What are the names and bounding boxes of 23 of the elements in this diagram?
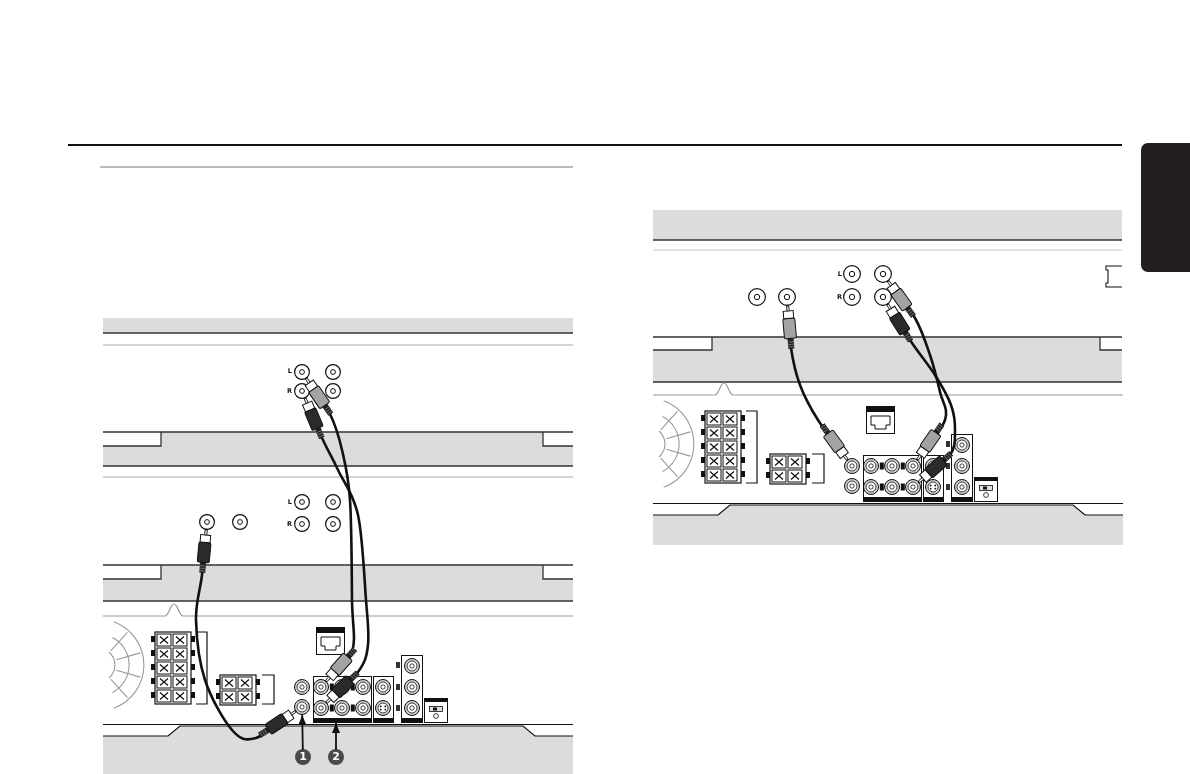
rca-jack — [905, 479, 921, 495]
rca-cable — [885, 303, 957, 484]
rca-jack — [294, 699, 310, 715]
jack-panel — [863, 455, 922, 502]
rca-jack — [844, 458, 860, 474]
rca-cable — [302, 397, 370, 704]
rca-cable — [304, 377, 360, 683]
rca-cable — [194, 528, 297, 741]
rca-jack — [905, 458, 921, 474]
rca-cable — [886, 280, 948, 461]
rca-jack — [313, 700, 329, 716]
leader-arrow — [332, 722, 340, 750]
rca-jack — [874, 288, 892, 306]
rca-jack — [294, 364, 310, 380]
rca-jack — [294, 383, 310, 399]
rca-jack — [313, 679, 329, 695]
rca-jack — [778, 288, 796, 306]
rca-jack — [874, 265, 892, 283]
rca-jack — [199, 514, 215, 530]
jack-panel — [313, 676, 372, 723]
leader-arrow — [298, 714, 307, 750]
section-tab — [1141, 143, 1190, 272]
rca-cable — [782, 304, 849, 461]
